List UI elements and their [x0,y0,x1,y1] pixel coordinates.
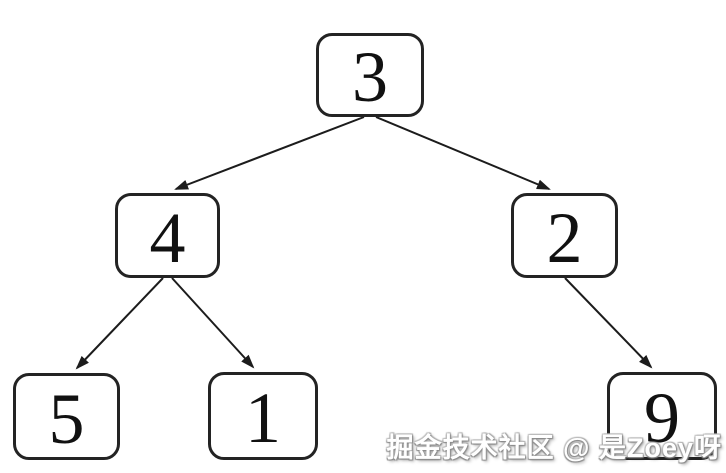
node-root: 3 [316,33,424,117]
watermark: 掘金技术社区 @ 是Zoey呀 [386,433,722,463]
node-left-child: 4 [115,193,220,278]
node-value: 1 [245,378,281,458]
node-left-left-leaf: 5 [13,373,120,460]
tree-edge-root-to-left [174,116,365,190]
tree-edge-left-to-leftleft [75,277,164,370]
tree-edge-left-to-leftright [171,277,255,369]
node-value: 5 [48,378,85,459]
node-value: 3 [352,37,388,117]
node-right-child: 2 [511,193,618,278]
tree-edge-root-to-right [375,116,551,190]
tree-edge-right-to-rightright [564,277,653,369]
node-right-right-leaf: 9 [607,372,717,460]
node-left-right-leaf: 1 [208,372,318,460]
node-value: 2 [546,197,583,278]
node-value: 4 [149,197,186,278]
node-value: 9 [644,378,680,458]
